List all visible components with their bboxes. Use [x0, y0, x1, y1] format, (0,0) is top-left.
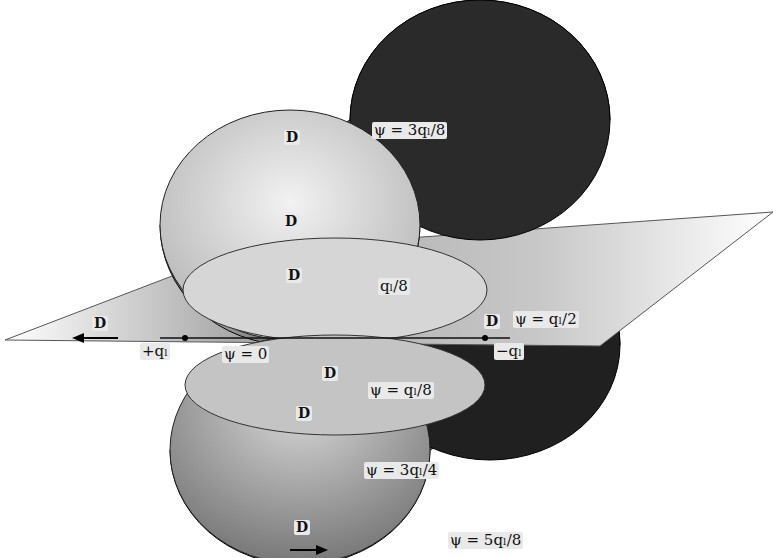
flux-density-label: D — [484, 314, 500, 329]
flux-value-label: −qₗ — [494, 343, 524, 360]
upper-small-circle — [183, 238, 487, 342]
flux-density-label: D — [322, 366, 338, 381]
lower-small-circle — [185, 335, 485, 435]
flux-value-label: ψ = 5qₗ/8 — [448, 532, 523, 549]
flux-value-label: ψ = qₗ/2 — [513, 311, 579, 328]
flux-density-label: D — [284, 130, 300, 145]
flux-value-label: ψ = 3qₗ/4 — [364, 462, 439, 479]
flux-value-label: +qₗ — [140, 343, 170, 360]
flux-value-label: qₗ/8 — [378, 278, 410, 295]
flux-value-label: ψ = qₗ/8 — [368, 382, 434, 399]
flux-density-label: D — [286, 268, 302, 283]
flux-arrow — [290, 545, 328, 555]
flux-value-label: ψ = 3qₗ/8 — [372, 122, 447, 139]
flux-density-label: D — [296, 406, 312, 421]
positive-line-charge — [182, 335, 188, 341]
negative-line-charge — [482, 335, 488, 341]
plane-front-edge — [160, 337, 510, 339]
flux-density-label: D — [92, 316, 108, 331]
flux-density-label: D — [294, 520, 310, 535]
flux-density-label: D — [283, 214, 299, 229]
upper-cylinder — [160, 0, 610, 345]
flux-value-label: ψ = 0 — [222, 346, 269, 363]
flux-arrow — [72, 333, 118, 343]
